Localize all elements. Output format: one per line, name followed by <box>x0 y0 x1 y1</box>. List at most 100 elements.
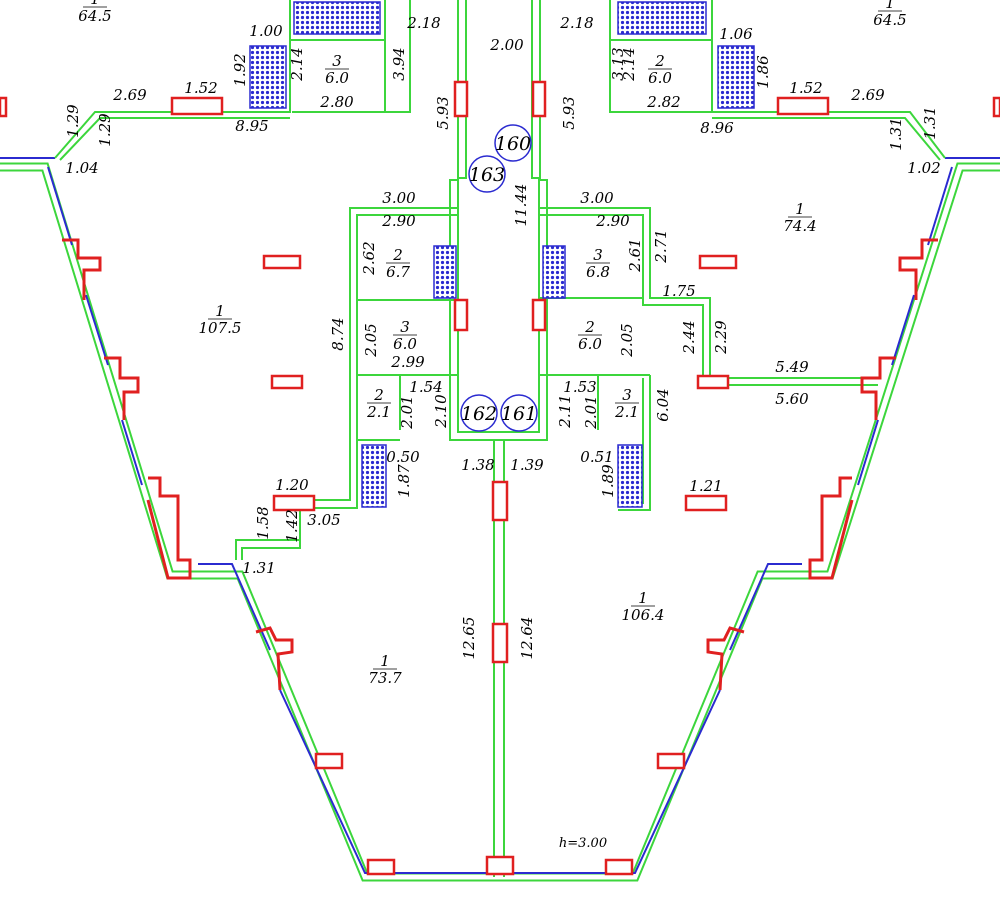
dimension-label: 6.04 <box>654 388 672 421</box>
dimension-label: 2.44 <box>680 320 698 354</box>
dimension-label: 2.62 <box>360 241 378 275</box>
dimension-label: 1.39 <box>510 456 544 474</box>
dimension-label: 2.14 <box>620 47 638 81</box>
axis-circle-163 <box>468 155 506 193</box>
room-number: 3 <box>622 386 632 404</box>
axis-circle-161 <box>500 394 538 432</box>
dimension-label: 5.60 <box>775 390 809 408</box>
dimension-label: 1.31 <box>921 106 939 139</box>
room-area: 2.1 <box>614 403 639 421</box>
dimension-label: 1.53 <box>563 378 596 396</box>
dimension-label: 2.80 <box>319 93 354 111</box>
dimension-label: 2.61 <box>626 238 644 272</box>
dimension-label: 1.87 <box>395 464 413 498</box>
dimension-label: 1.52 <box>184 79 217 97</box>
room-area: 74.4 <box>783 217 816 235</box>
dimension-label: 2.90 <box>381 212 416 230</box>
dimension-label: 1.20 <box>275 476 309 494</box>
dimension-label: 0.51 <box>580 448 613 466</box>
dimension-label: 12.64 <box>518 617 536 660</box>
room-area: 6.8 <box>586 263 610 281</box>
room-number: 3 <box>400 318 410 336</box>
dimension-label: 1.58 <box>254 506 272 539</box>
room-area: 6.7 <box>386 263 410 281</box>
dimension-label: 1.92 <box>231 53 249 86</box>
dimension-label: 2.05 <box>362 323 380 357</box>
room-area: 64.5 <box>873 11 906 29</box>
dimension-label: 3.00 <box>382 189 416 207</box>
room-number: 2 <box>584 318 595 336</box>
window-markers <box>0 80 1000 876</box>
ventilation-shafts <box>249 1 755 508</box>
room-area: 106.4 <box>622 606 665 624</box>
room-labels: 164.5164.536.026.0174.41107.526.736.836.… <box>78 0 906 687</box>
room-number: 1 <box>885 0 895 12</box>
dimension-label: 2.11 <box>556 394 574 428</box>
axis-label-163: 163 <box>469 164 505 186</box>
room-number: 1 <box>795 200 805 218</box>
dimension-label: 12.65 <box>460 617 478 660</box>
axis-label-161: 161 <box>501 403 537 425</box>
dimension-label: 3.13 <box>609 47 627 80</box>
dimension-label: 0.50 <box>386 448 420 466</box>
dimension-label: 1.42 <box>283 509 301 542</box>
dimension-label: 8.74 <box>329 317 347 350</box>
axis-circle-160 <box>494 124 532 162</box>
dimension-label: 1.02 <box>907 159 940 177</box>
dimension-label: 1.04 <box>65 159 98 177</box>
dimension-label: 11.44 <box>512 184 530 227</box>
axis-label-160: 160 <box>495 133 531 155</box>
dimension-label: 5.49 <box>775 358 809 376</box>
dimension-label: 2.18 <box>406 14 440 32</box>
dimension-label: 1.00 <box>249 22 283 40</box>
room-number: 1 <box>90 0 100 8</box>
room-area: 6.0 <box>393 335 417 353</box>
room-number: 1 <box>380 652 390 670</box>
dimension-label: 1.54 <box>409 378 442 396</box>
room-number: 2 <box>373 386 384 404</box>
dimension-label: 2.90 <box>595 212 630 230</box>
axis-markers: 160 163 162 161 <box>460 124 538 432</box>
central-partition-walls <box>235 207 880 877</box>
room-number: 1 <box>638 589 648 607</box>
dimension-label: 2.71 <box>652 229 670 263</box>
dimension-label: 2.18 <box>559 14 593 32</box>
dimension-label: 2.99 <box>390 353 425 371</box>
dimension-label: 2.05 <box>618 323 636 357</box>
dimension-label: 3.05 <box>307 511 340 529</box>
room-number: 2 <box>392 246 403 264</box>
dimension-label: 2.01 <box>398 395 416 429</box>
room-number: 3 <box>332 52 342 70</box>
dimension-label: 2.69 <box>112 86 147 104</box>
dimension-label: 2.69 <box>850 86 885 104</box>
ceiling-height-note: h=3.00 <box>559 836 607 851</box>
dimension-label: 1.21 <box>689 477 722 495</box>
dimension-label: 1.31 <box>887 117 905 150</box>
dimension-label: 2.10 <box>432 394 450 429</box>
dimension-label: 5.93 <box>434 96 452 129</box>
outer-walls <box>0 157 1000 882</box>
dimension-label: 1.75 <box>662 282 695 300</box>
dimension-label: 1.52 <box>789 79 822 97</box>
dimension-label: 8.96 <box>700 119 734 137</box>
room-number: 2 <box>654 52 665 70</box>
dimension-label: 2.29 <box>712 320 730 355</box>
room-area: 6.0 <box>325 69 349 87</box>
dimension-label: 2.00 <box>489 36 524 54</box>
room-number: 1 <box>215 302 225 320</box>
dimension-label: 1.29 <box>64 104 82 138</box>
room-number: 3 <box>593 246 603 264</box>
dimension-label: 1.31 <box>242 559 275 577</box>
dimension-label: 3.00 <box>580 189 614 207</box>
room-area: 2.1 <box>366 403 391 421</box>
room-area: 64.5 <box>78 7 111 25</box>
dimension-label: 1.89 <box>599 464 617 498</box>
room-area: 6.0 <box>578 335 602 353</box>
dimension-label: 3.94 <box>390 47 408 80</box>
dimension-label: 5.93 <box>560 96 578 129</box>
room-area: 73.7 <box>368 669 402 687</box>
dimension-label: 8.95 <box>235 117 268 135</box>
dimension-label: 2.01 <box>582 395 600 429</box>
